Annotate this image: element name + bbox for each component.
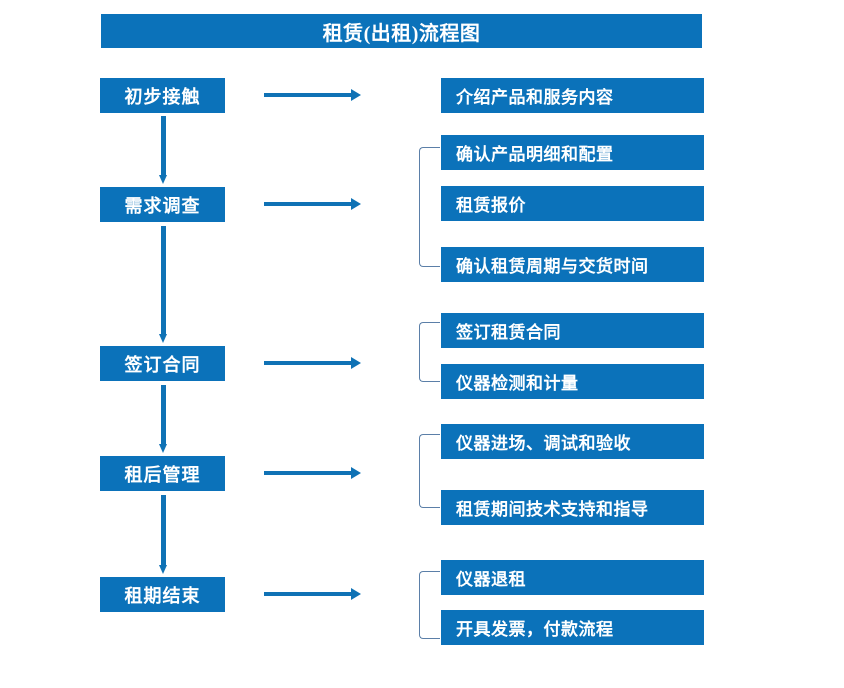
arrow-head	[159, 565, 167, 574]
arrow-shaft	[264, 202, 352, 206]
arrow-head	[159, 175, 167, 184]
detail-box-5-2[interactable]: 开具发票，付款流程	[441, 610, 704, 645]
arrow-shaft	[264, 592, 352, 596]
arrow-head	[351, 89, 361, 101]
stage-box-5[interactable]: 租期结束	[100, 577, 225, 612]
arrow-head	[351, 198, 361, 210]
arrow-head	[351, 588, 361, 600]
arrow-shaft	[161, 385, 166, 444]
group-bracket-3	[419, 322, 440, 382]
arrow-down-4	[159, 495, 168, 574]
stage-box-4[interactable]: 租后管理	[100, 456, 225, 491]
arrow-right-3	[264, 357, 361, 369]
arrow-head	[159, 444, 167, 453]
arrow-head	[351, 467, 361, 479]
arrow-down-2	[159, 226, 168, 343]
arrow-head	[159, 334, 167, 343]
arrow-down-1	[159, 116, 168, 184]
detail-box-2-1[interactable]: 确认产品明细和配置	[441, 135, 704, 170]
detail-box-4-2[interactable]: 租赁期间技术支持和指导	[441, 490, 704, 525]
detail-box-1-1[interactable]: 介绍产品和服务内容	[441, 78, 704, 113]
detail-box-2-3[interactable]: 确认租赁周期与交货时间	[441, 247, 704, 282]
page-title: 租赁(出租)流程图	[101, 14, 702, 48]
stage-box-2[interactable]: 需求调查	[100, 187, 225, 222]
stage-box-3[interactable]: 签订合同	[100, 346, 225, 381]
arrow-shaft	[161, 116, 166, 175]
arrow-down-3	[159, 385, 168, 453]
arrow-shaft	[264, 471, 352, 475]
arrow-right-1	[264, 89, 361, 101]
group-bracket-4	[419, 434, 440, 508]
arrow-shaft	[264, 361, 352, 365]
group-bracket-5	[419, 571, 440, 639]
arrow-right-5	[264, 588, 361, 600]
detail-box-3-2[interactable]: 仪器检测和计量	[441, 364, 704, 399]
arrow-shaft	[264, 93, 352, 97]
arrow-head	[351, 357, 361, 369]
detail-box-5-1[interactable]: 仪器退租	[441, 560, 704, 595]
detail-box-4-1[interactable]: 仪器进场、调试和验收	[441, 424, 704, 459]
detail-box-2-2[interactable]: 租赁报价	[441, 186, 704, 221]
arrow-right-4	[264, 467, 361, 479]
arrow-shaft	[161, 226, 166, 334]
group-bracket-2	[419, 147, 440, 267]
detail-box-3-1[interactable]: 签订租赁合同	[441, 313, 704, 348]
stage-box-1[interactable]: 初步接触	[100, 78, 225, 113]
arrow-right-2	[264, 198, 361, 210]
arrow-shaft	[161, 495, 166, 565]
